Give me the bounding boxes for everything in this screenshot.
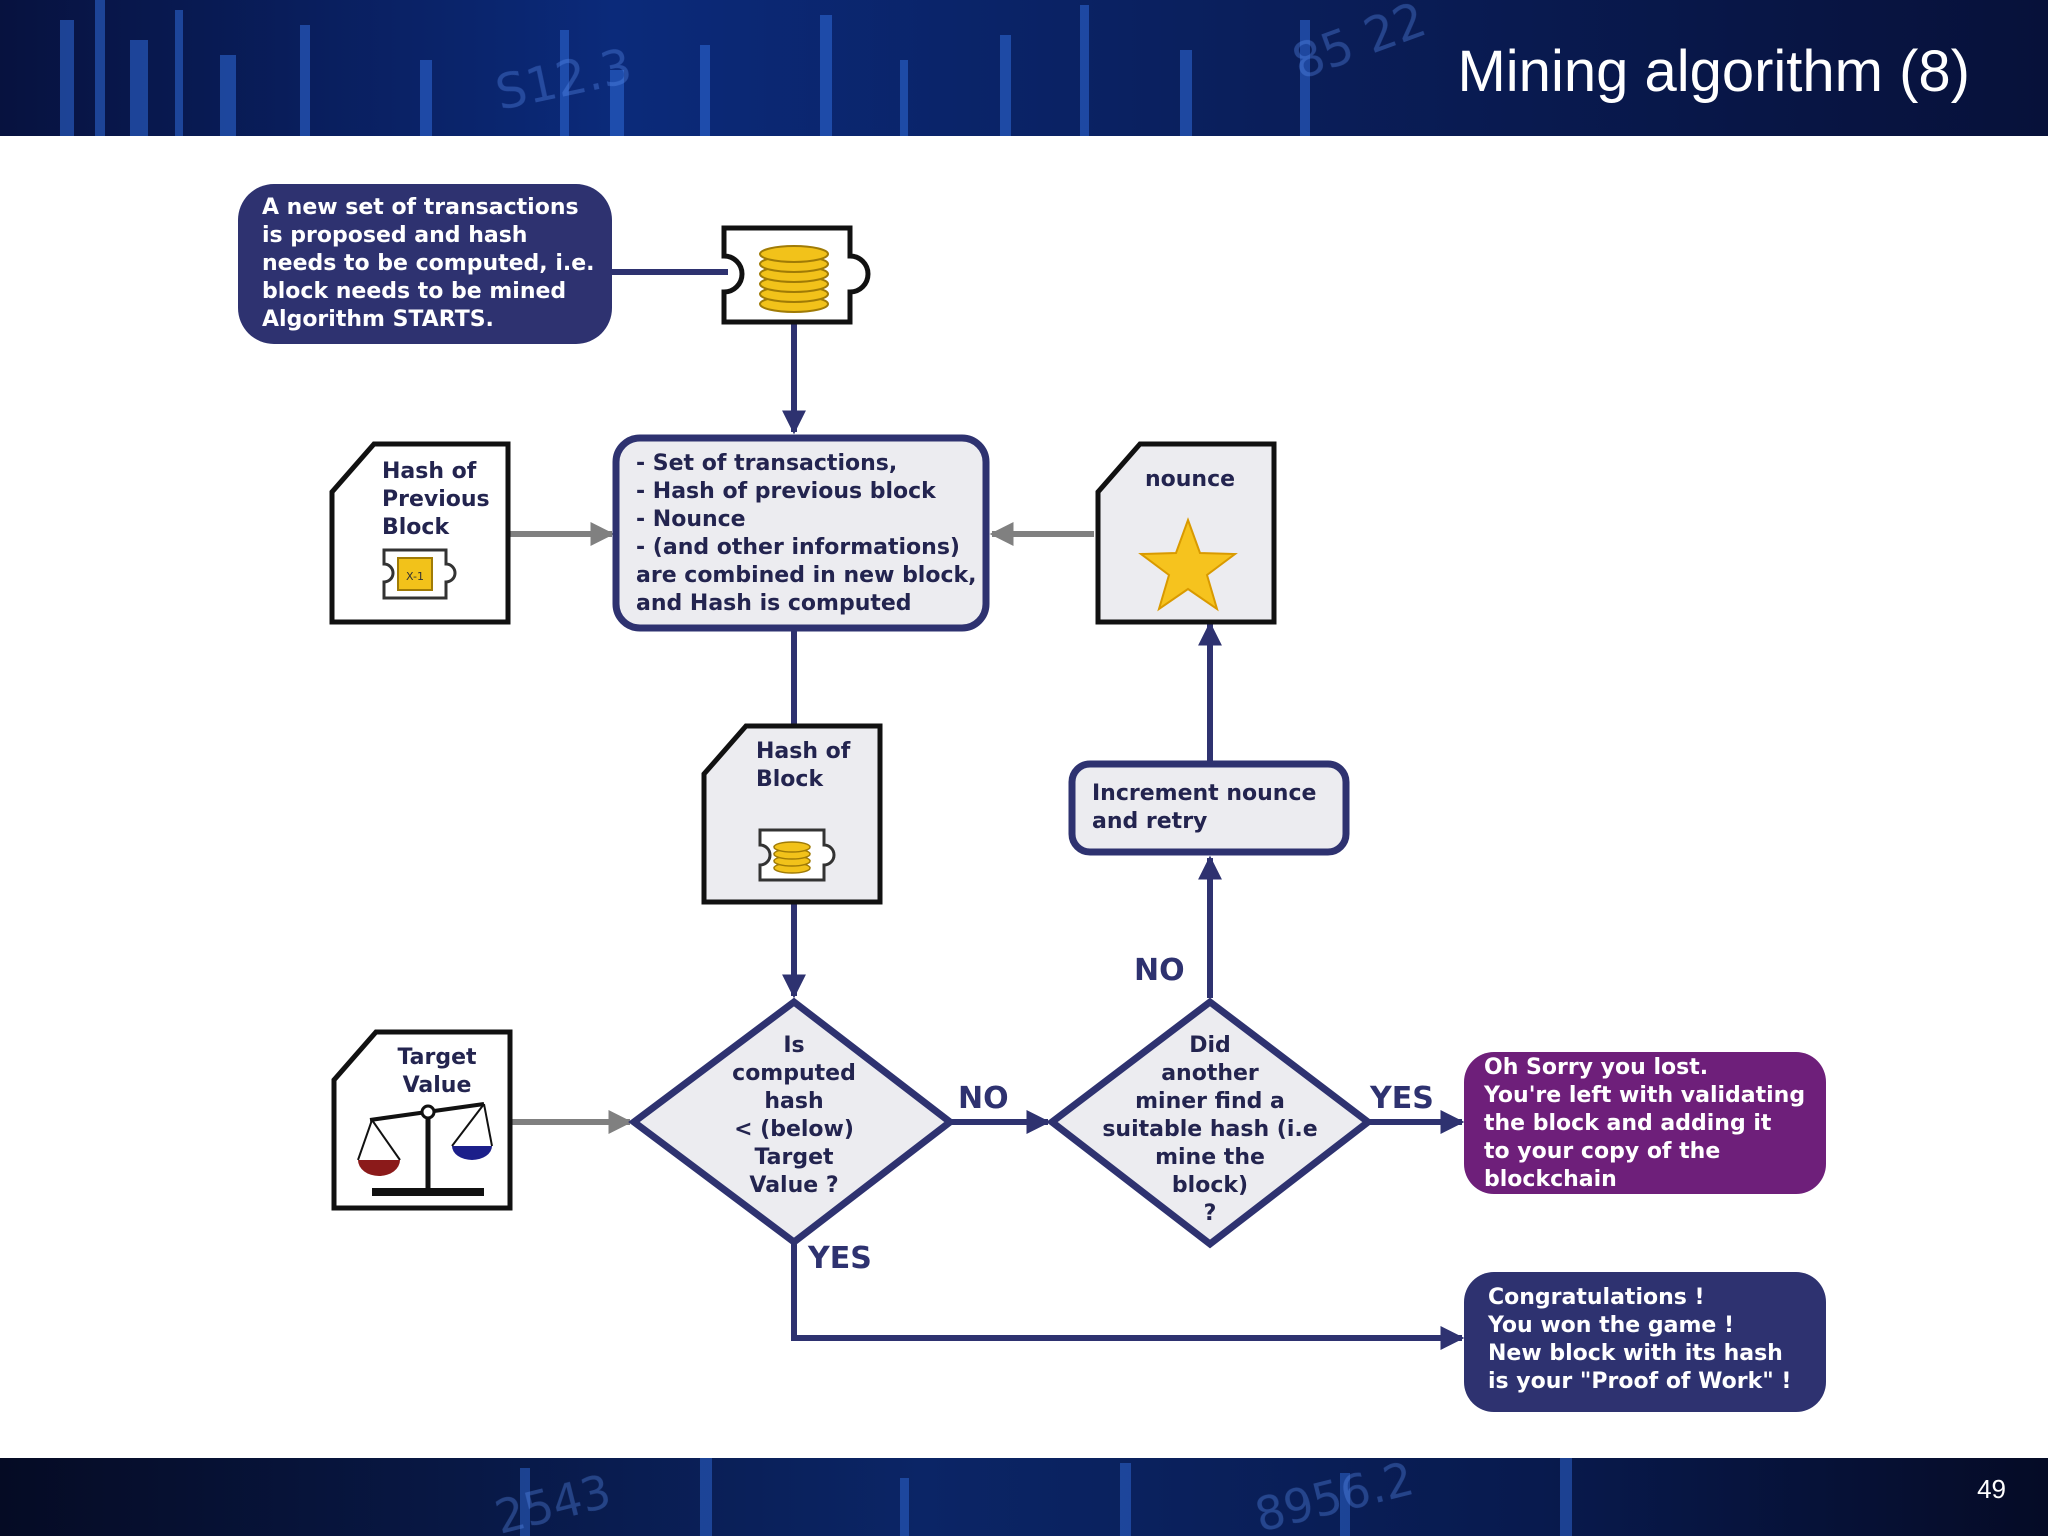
footer-background-art: 2543 8956.2 [490, 1458, 1572, 1536]
header-background-art: S12.3 85 22 [60, 0, 1433, 136]
combine-text: - Set of transactions, - Hash of previous… [636, 451, 977, 616]
decision1-text-line: Is [783, 1033, 804, 1058]
star-icon [1138, 517, 1238, 612]
decision2-text-line: ? [1204, 1201, 1217, 1226]
combine-text-line: - (and other informations) [636, 535, 960, 560]
won-text-line: New block with its hash [1488, 1341, 1783, 1366]
decision2-text: Did another miner find a suitable hash (i.e… [1102, 1033, 1317, 1226]
decision2-node [1046, 997, 1374, 1249]
arrow-decision1-yes [791, 1244, 1465, 1350]
combine-text-line: and Hash is computed [636, 591, 912, 616]
prev-hash-puzzle-icon: X-1 [382, 548, 457, 600]
increment-text: Increment nounce and retry [1092, 781, 1316, 834]
slide-title: Mining algorithm (8) [1457, 39, 1970, 104]
increment-node [1068, 760, 1350, 856]
lost-text-line: blockchain [1484, 1167, 1617, 1192]
lost-text-line: to your copy of the [1484, 1139, 1720, 1164]
decision1-text-line: < (below) [734, 1117, 854, 1142]
decision1-yes-label: YES [807, 1241, 872, 1276]
prev-hash-node [329, 441, 511, 625]
target-text-line: Value [403, 1073, 472, 1098]
prev-hash-text-line: Hash of [382, 459, 477, 484]
start-text-line: Algorithm STARTS. [262, 307, 494, 332]
prev-hash-text-line: Block [382, 515, 450, 540]
won-text: Congratulations ! You won the game ! New b… [1487, 1285, 1791, 1394]
lost-node [1464, 1052, 1826, 1194]
prev-hash-text-line: Previous [382, 487, 490, 512]
target-text-line: Target [397, 1045, 477, 1070]
scale-icon [357, 1102, 493, 1196]
start-text-line: A new set of transactions [262, 195, 579, 220]
prev-hash-tag: X-1 [406, 570, 424, 583]
decision2-text-line: block) [1172, 1173, 1248, 1198]
won-text-line: is your "Proof of Work" ! [1488, 1369, 1791, 1394]
decision1-text-line: hash [764, 1089, 823, 1114]
won-text-line: Congratulations ! [1488, 1285, 1705, 1310]
decision2-text-line: mine the [1155, 1145, 1265, 1170]
combine-text-line: - Set of transactions, [636, 451, 897, 476]
block-hash-text-line: Hash of [756, 739, 851, 764]
nounce-label: nounce [1145, 467, 1235, 492]
block-hash-text: Hash of Block [756, 739, 851, 792]
increment-text-line: Increment nounce [1092, 781, 1316, 806]
decision1-text-line: computed [732, 1061, 856, 1086]
decision2-text-line: Did [1189, 1033, 1231, 1058]
svg-text:8956.2: 8956.2 [1250, 1458, 1419, 1536]
decision2-text-line: miner find a [1135, 1089, 1285, 1114]
lost-text-line: the block and adding it [1484, 1111, 1772, 1136]
combine-text-line: - Hash of previous block [636, 479, 937, 504]
decision1-no-label: NO [958, 1081, 1009, 1116]
lost-text-line: You're left with validating [1483, 1083, 1805, 1108]
svg-text:2543: 2543 [490, 1464, 617, 1536]
decision1-node [628, 997, 956, 1247]
decision2-yes-label: YES [1369, 1081, 1434, 1116]
decision1-text-line: Value ? [749, 1173, 838, 1198]
decision2-text-line: another [1161, 1061, 1259, 1086]
slide-header: S12.3 85 22 Mining algorithm (8) [0, 0, 2048, 136]
new-block-puzzle-icon [721, 225, 871, 325]
won-text-line: You won the game ! [1487, 1313, 1734, 1338]
combine-text-line: are combined in new block, [636, 563, 977, 588]
page-number: 49 [1977, 1474, 2006, 1504]
won-node [1464, 1272, 1826, 1412]
start-text-line: needs to be computed, i.e. [262, 251, 595, 276]
start-text-line: block needs to be mined [262, 279, 566, 304]
start-node [238, 184, 612, 344]
decision2-no-label: NO [1134, 953, 1185, 988]
slide-footer: 2543 8956.2 49 [0, 1458, 2048, 1536]
increment-text-line: and retry [1092, 809, 1207, 834]
block-hash-node [701, 723, 883, 905]
start-text: A new set of transactions is proposed and… [262, 195, 595, 332]
decision2-text-line: suitable hash (i.e [1102, 1117, 1317, 1142]
decision1-text-line: Target [754, 1145, 834, 1170]
combine-node [612, 434, 990, 632]
block-hash-puzzle-icon [758, 828, 836, 882]
block-hash-text-line: Block [756, 767, 824, 792]
lost-text-line: Oh Sorry you lost. [1484, 1055, 1708, 1080]
combine-text-line: - Nounce [636, 507, 746, 532]
start-text-line: is proposed and hash [262, 223, 527, 248]
lost-text: Oh Sorry you lost. You're left with valid… [1483, 1055, 1805, 1192]
